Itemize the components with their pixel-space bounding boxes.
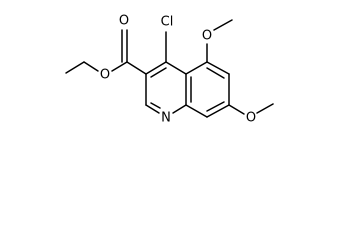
bond-c5-c6-double: [206, 67, 225, 79]
molecule-diagram: Cl O O O O N: [65, 14, 274, 126]
ring-nitrogen-label: N: [161, 111, 171, 126]
bond-c3-carbonyl: [126, 61, 147, 75]
carbonyl-oxygen-label: O: [119, 14, 129, 29]
bond-c2-n1-double: [150, 102, 161, 109]
bond-c3-c4: [145, 61, 167, 75]
bond-c7-o: [228, 104, 245, 115]
bond-c5-c6: [206, 61, 230, 75]
bond-c7-c8-double: [206, 101, 225, 112]
bond-ether-o-ch2: [83, 61, 99, 72]
ester-oxygen-label: O: [100, 68, 110, 83]
bond-ch2-ch3: [65, 61, 85, 74]
bond-carbonyl-ether-o: [111, 61, 128, 72]
bond-o-ch3-top: [213, 19, 233, 31]
bond-c8a-n1: [172, 104, 187, 114]
bond-n1-c2: [145, 104, 160, 114]
methoxy-oxygen-top-label: O: [202, 29, 212, 44]
bond-c4a-c5: [185, 61, 208, 75]
bond-c8-c8a: [185, 104, 208, 118]
bond-o-ch3-right: [256, 103, 274, 114]
methoxy-oxygen-right-label: O: [246, 111, 256, 126]
bond-c7-c8: [206, 104, 230, 118]
structure-svg: Cl O O O O N: [65, 14, 274, 126]
bond-c4-c4a: [165, 61, 187, 75]
chlorine-label: Cl: [161, 15, 174, 30]
bond-c3-c4-double: [150, 67, 167, 78]
